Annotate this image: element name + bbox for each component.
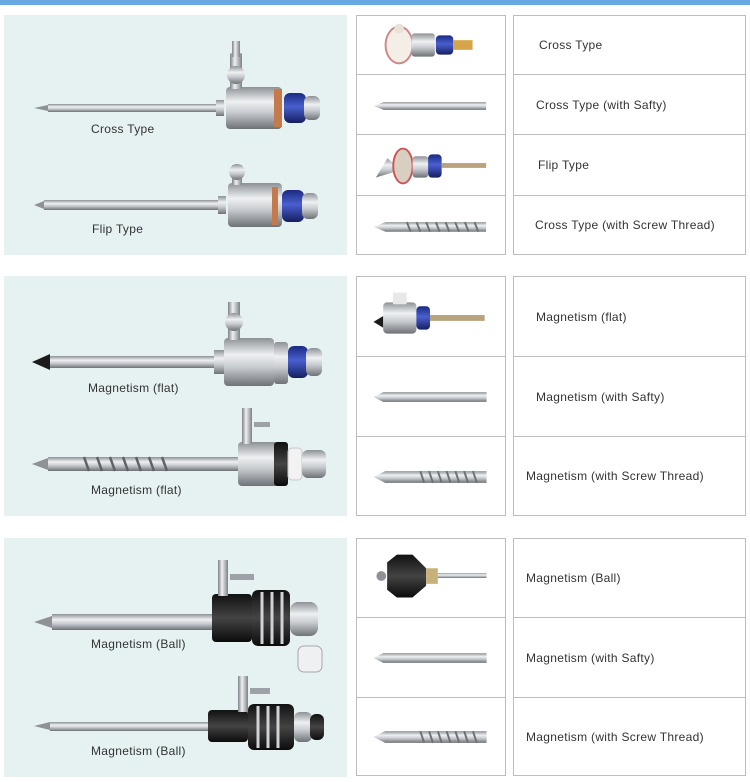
product-name: Magnetism (with Safty): [536, 389, 665, 404]
top-accent-bar: [0, 0, 750, 5]
cannula-valve-icon: [384, 23, 473, 65]
product-name-cell: Magnetism (with Screw Thread): [513, 436, 746, 516]
product-name: Magnetism (with Safty): [526, 650, 655, 665]
instrument-label: Magnetism (flat): [91, 483, 182, 497]
product-name: Flip Type: [538, 158, 590, 172]
product-name: Cross Type (with Safty): [536, 97, 667, 112]
thumbnail-cell: [356, 617, 506, 698]
trocar-magnetism-flat-image: [32, 302, 326, 486]
thumbnail-cell: [356, 356, 506, 437]
product-name-cell: Cross Type: [513, 15, 746, 75]
thumbnail-cell: [356, 436, 506, 516]
product-name: Magnetism (flat): [536, 309, 627, 324]
product-name: Magnetism (Ball): [526, 571, 621, 585]
product-name-cell: Magnetism (Ball): [513, 538, 746, 618]
instrument-label: Cross Type: [91, 122, 155, 136]
product-name-cell: Magnetism (with Safty): [513, 617, 746, 698]
thumbnail-cell: [356, 74, 506, 135]
instrument-photo-panel: Cross Type Flip Type: [4, 15, 347, 255]
instrument-label: Magnetism (Ball): [91, 744, 186, 758]
product-name: Magnetism (with Screw Thread): [526, 469, 704, 483]
instrument-label: Magnetism (flat): [88, 381, 179, 395]
instrument-photo-panel: Magnetism (flat) Magnetism (flat): [4, 276, 347, 516]
product-name-cell: Magnetism (with Screw Thread): [513, 697, 746, 776]
product-name-cell: Magnetism (flat): [513, 276, 746, 357]
product-name-cell: Cross Type (with Safty): [513, 74, 746, 135]
safety-tip-icon: [373, 653, 487, 663]
trocar-cross-and-flip-image: [34, 41, 320, 227]
screw-thread-tip-icon: [373, 221, 487, 233]
instrument-label: Magnetism (Ball): [91, 637, 186, 651]
thumbnail-cell: [356, 538, 506, 618]
product-name: Cross Type: [539, 38, 603, 52]
product-name-cell: Magnetism (with Safty): [513, 356, 746, 437]
thumbnail-cell: [356, 276, 506, 357]
instrument-photo-panel: Magnetism (Ball) Magnetism (Ball): [4, 538, 347, 777]
product-name-cell: Flip Type: [513, 134, 746, 196]
ball-valve-icon: [376, 554, 487, 598]
product-name: Magnetism (with Screw Thread): [526, 729, 704, 744]
magnetic-valve-icon: [373, 292, 485, 334]
product-name: Cross Type (with Screw Thread): [535, 218, 715, 232]
thumbnail-cell: [356, 697, 506, 776]
thumbnail-cell: [356, 134, 506, 196]
trocar-magnetism-ball-image: [34, 560, 324, 750]
instrument-label: Flip Type: [92, 222, 144, 236]
flip-valve-icon: [375, 147, 487, 185]
product-name-cell: Cross Type (with Screw Thread): [513, 195, 746, 255]
thumbnail-cell: [356, 15, 506, 75]
screw-thread-tip-icon: [373, 730, 487, 744]
screw-thread-tip-icon: [373, 470, 487, 484]
thumbnail-cell: [356, 195, 506, 255]
safety-tip-icon: [373, 102, 487, 110]
safety-tip-icon: [373, 392, 487, 402]
